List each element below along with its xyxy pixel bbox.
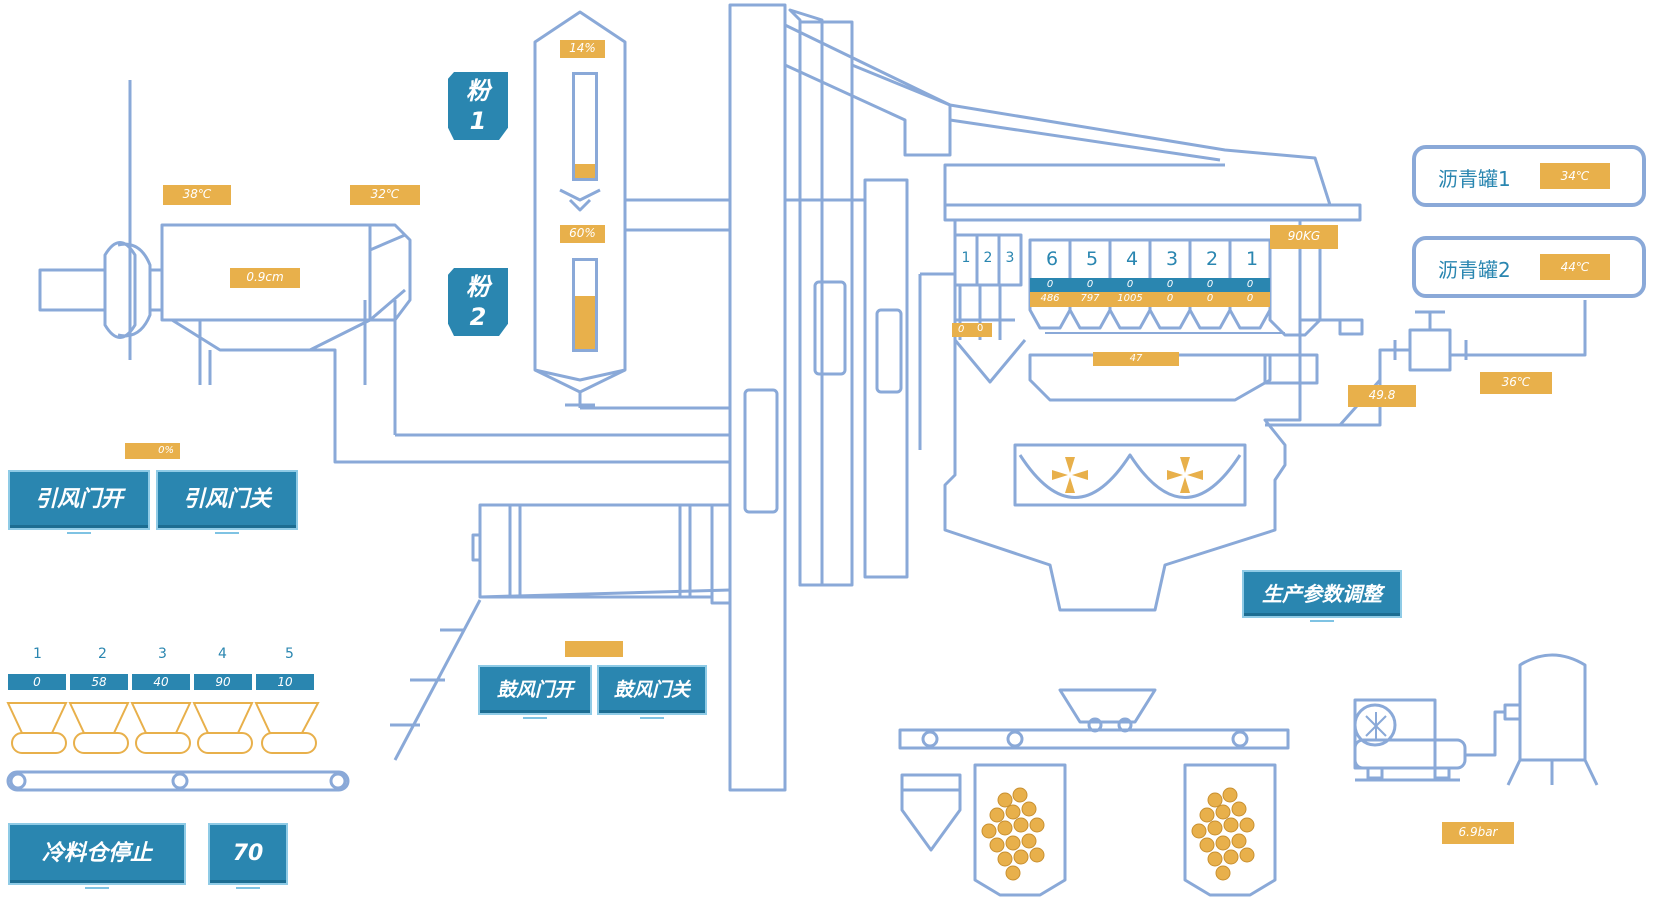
small-bin-number: 1 — [961, 250, 971, 266]
induced-damper-close-button[interactable]: 引风门关 — [156, 470, 298, 534]
mixing-drum — [390, 503, 732, 761]
cold-bin-hoppers — [6, 702, 320, 754]
cold-bin-value: 58 — [70, 674, 128, 690]
hot-bin-row2: 0 — [1230, 292, 1270, 307]
cold-bin-stop-button[interactable]: 冷料仓停止 — [8, 823, 186, 889]
powder-2-gauge-fill — [575, 296, 595, 349]
small-bin-number: 3 — [1005, 250, 1015, 266]
product-conveyor — [898, 688, 1290, 897]
mixer-tower — [918, 103, 1364, 612]
air-compressor — [1353, 653, 1599, 786]
small-bin-value: 0 — [977, 323, 984, 334]
powder-1-gauge — [572, 72, 598, 181]
cold-bin-number: 1 — [33, 646, 42, 662]
powder-2-level-text: 60% — [560, 225, 605, 243]
dryer-thickness: 0.9cm — [230, 268, 300, 288]
asphalt-tank-temp: 34℃ — [1540, 163, 1610, 189]
hot-bin-number: 4 — [1125, 248, 1139, 270]
hot-bin-row2: 0 — [1190, 292, 1230, 307]
cold-bin-value: 90 — [194, 674, 252, 690]
powder-1-num: 1 — [469, 107, 487, 135]
fan-icon — [1167, 457, 1203, 493]
asphalt-tank-2: 沥青罐2 44℃ — [1412, 236, 1646, 298]
hot-bin-number: 5 — [1085, 248, 1099, 270]
cold-bin-hopper — [192, 702, 254, 754]
damper-percent: 0% — [125, 443, 180, 459]
powder-1-badge: 粉 1 — [448, 72, 508, 140]
cold-bin-hopper — [130, 702, 192, 754]
cold-bin-number: 3 — [158, 646, 167, 662]
product-pellets — [981, 787, 1255, 881]
asphalt-pipe-temp: 36℃ — [1480, 372, 1552, 394]
mixer-fans — [1052, 457, 1203, 493]
powder-silo — [533, 10, 730, 410]
blower-damper-open-button[interactable]: 鼓风门开 — [478, 665, 592, 719]
dryer-outlet-temp: 32℃ — [350, 185, 420, 205]
scale-value: 47 — [1093, 352, 1179, 366]
hot-bin-row2: 1005 — [1110, 292, 1150, 307]
pellet-pile — [981, 787, 1045, 881]
small-bin-value: 0 — [952, 323, 992, 337]
compressor-fan-icon — [1365, 712, 1387, 740]
asphalt-tank-temp: 44℃ — [1540, 254, 1610, 280]
hot-bin-number: 1 — [1245, 248, 1259, 270]
fan-icon — [1052, 457, 1088, 493]
asphalt-tank-1: 沥青罐1 34℃ — [1412, 145, 1646, 207]
dryer-inlet-temp: 38℃ — [163, 185, 231, 205]
cold-bin-value: 10 — [256, 674, 314, 690]
mixer-weight: 90KG — [1270, 225, 1338, 249]
cold-bin-hopper — [68, 702, 130, 754]
induced-damper-open-button[interactable]: 引风门开 — [8, 470, 150, 534]
blower-damper-close-button[interactable]: 鼓风门关 — [597, 665, 707, 719]
dryer-drum — [38, 80, 730, 464]
hot-bin-row1: 0 — [1230, 278, 1270, 292]
powder-1-char: 粉 — [466, 77, 490, 105]
powder-2-badge: 粉 2 — [448, 268, 508, 336]
hot-bin-row1: 0 — [1070, 278, 1110, 292]
elevators — [728, 3, 952, 792]
hot-bin-number: 6 — [1045, 248, 1059, 270]
hot-bin-row2: 0 — [1150, 292, 1190, 307]
blower-value — [565, 641, 623, 657]
hot-bin-number: 3 — [1165, 248, 1179, 270]
pipe-value: 49.8 — [1348, 385, 1416, 407]
hot-bin-row1: 0 — [1150, 278, 1190, 292]
cold-bin-value: 40 — [132, 674, 190, 690]
cold-conveyor — [6, 770, 350, 792]
hot-bin-row2: 486 — [1030, 292, 1070, 307]
cold-bin-number: 5 — [285, 646, 294, 662]
small-bin-number: 2 — [983, 250, 993, 266]
powder-2-char: 粉 — [466, 273, 490, 301]
hot-bin-number: 2 — [1205, 248, 1219, 270]
powder-2-gauge — [572, 258, 598, 352]
powder-1-level-text: 14% — [560, 40, 605, 58]
cold-bin-value: 0 — [8, 674, 66, 690]
pellet-pile — [1191, 787, 1255, 881]
hot-bin-row1: 0 — [1110, 278, 1150, 292]
asphalt-tank-name: 沥青罐2 — [1438, 258, 1511, 282]
asphalt-tank-name: 沥青罐1 — [1438, 167, 1511, 191]
powder-1-gauge-fill — [575, 163, 595, 178]
cold-bin-hopper — [6, 702, 68, 754]
hot-bin-row2: 797 — [1070, 292, 1110, 307]
compressor-pressure: 6.9bar — [1442, 822, 1514, 844]
production-params-button[interactable]: 生产参数调整 — [1242, 570, 1402, 622]
hot-bin-row1: 0 — [1030, 278, 1070, 292]
hot-bin-row1: 0 — [1190, 278, 1230, 292]
cold-bin-value-button[interactable]: 70 — [208, 823, 288, 889]
cold-bin-number: 2 — [98, 646, 107, 662]
cold-bin-number: 4 — [218, 646, 227, 662]
powder-2-num: 2 — [469, 303, 487, 331]
cold-bin-hopper — [254, 702, 320, 754]
